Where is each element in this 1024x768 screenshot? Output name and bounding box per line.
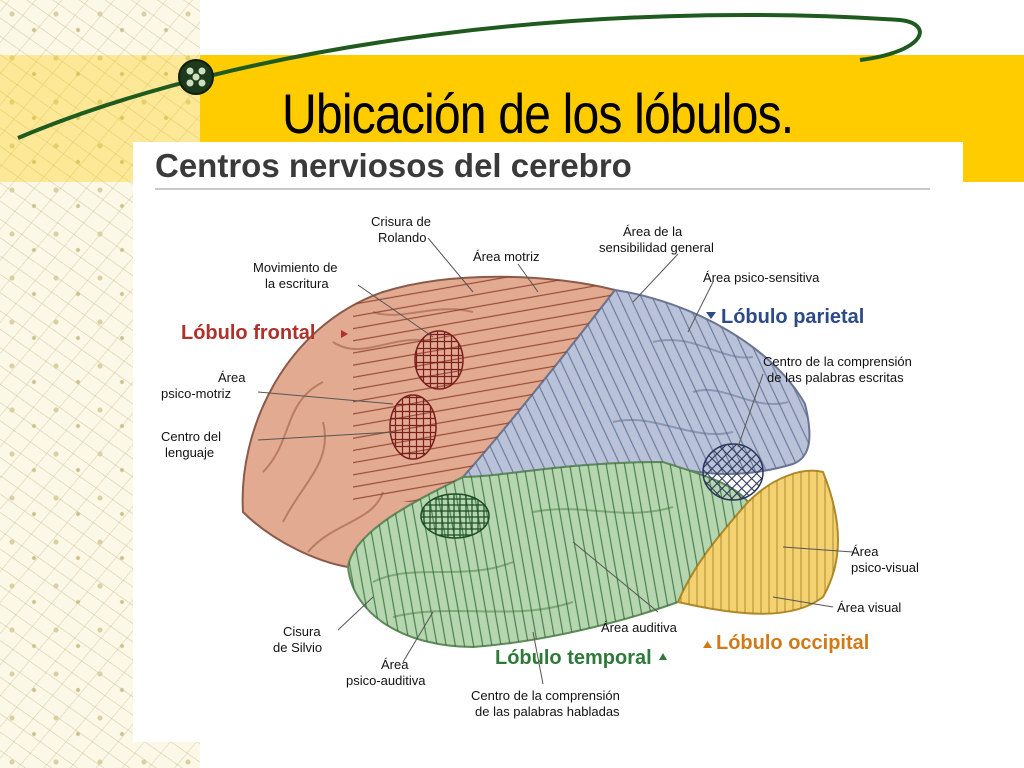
spoken-words-centre (420, 493, 490, 539)
label-area-motriz: Área motriz (473, 249, 539, 264)
arrow-up-icon (659, 653, 667, 660)
label-movimiento-escritura-1: Movimiento de (253, 260, 338, 275)
label-crisura-rolando-1: Crisura de (371, 214, 431, 229)
bullet-dot (186, 79, 194, 87)
label-area-psico-auditiva-1: Área (381, 657, 409, 672)
label-lobulo-temporal: Lóbulo temporal (495, 647, 652, 669)
label-area-visual: Área visual (837, 600, 901, 615)
label-area-psico-auditiva-2: psico-auditiva (346, 673, 426, 688)
arrow-up-icon (703, 641, 712, 648)
brain-diagram: Crisura de Rolando Área motriz Área de l… (161, 214, 919, 719)
language-centre (389, 394, 437, 460)
label-area-psico-visual-2: psico-visual (851, 560, 919, 575)
label-centro-lenguaje-2: lenguaje (165, 445, 214, 460)
figure-heading: Centros nerviosos del cerebro (155, 147, 632, 184)
brain-figure: Centros nerviosos del cerebro (133, 142, 963, 742)
label-area-auditiva: Área auditiva (601, 620, 678, 635)
bullet-dot (192, 73, 200, 81)
label-cisura-silvio-2: de Silvio (273, 640, 322, 655)
label-palabras-escritas-1: Centro de la comprensión (763, 354, 912, 369)
label-lobulo-frontal: Lóbulo frontal (181, 322, 315, 344)
writing-centre (414, 330, 464, 390)
label-crisura-rolando-2: Rolando (378, 230, 426, 245)
label-area-psico-visual-1: Área (851, 544, 879, 559)
bullet-dot (186, 67, 194, 75)
written-words-centre (702, 443, 764, 501)
label-palabras-escritas-2: de las palabras escritas (767, 370, 904, 385)
label-area-psico-motriz-1: Área (218, 370, 246, 385)
bullet-dot (198, 79, 206, 87)
bullet-dot (198, 67, 206, 75)
arrow-right-icon (341, 330, 348, 338)
label-lobulo-occipital: Lóbulo occipital (716, 632, 869, 654)
label-cisura-silvio-1: Cisura (283, 624, 321, 639)
label-palabras-habladas-1: Centro de la comprensión (471, 688, 620, 703)
label-area-sensibilidad-1: Área de la (623, 224, 683, 239)
label-movimiento-escritura-2: la escritura (265, 276, 329, 291)
label-area-sensibilidad-2: sensibilidad general (599, 240, 714, 255)
label-lobulo-parietal: Lóbulo parietal (721, 306, 864, 328)
arrow-down-icon (706, 312, 716, 319)
heading-rule (155, 188, 930, 190)
swoosh-decoration (17, 12, 922, 140)
slide-title: Ubicación de los lóbulos. (282, 82, 794, 145)
label-area-psico-motriz-2: psico-motriz (161, 386, 231, 401)
label-centro-lenguaje-1: Centro del (161, 429, 221, 444)
label-palabras-habladas-2: de las palabras habladas (475, 704, 620, 719)
label-area-psico-sensitiva: Área psico-sensitiva (703, 270, 820, 285)
leader-lines (257, 237, 854, 685)
